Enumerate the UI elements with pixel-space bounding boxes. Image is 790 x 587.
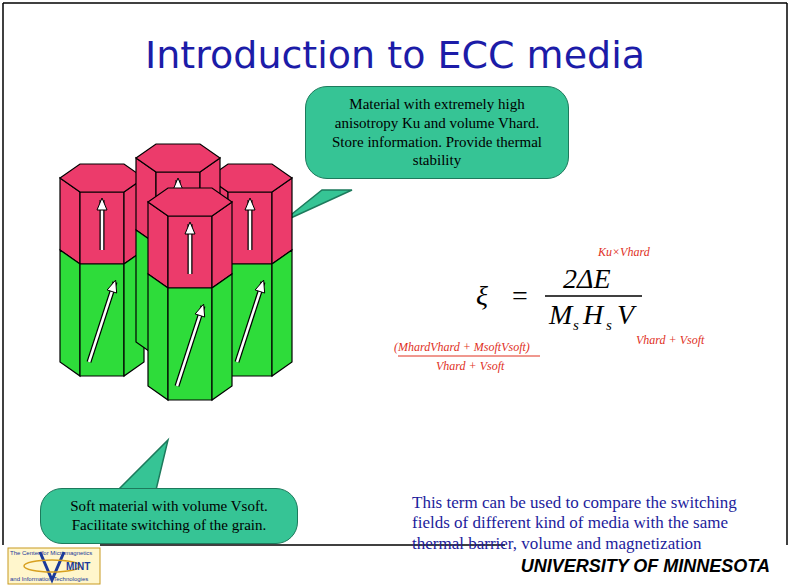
grain-face — [228, 264, 272, 376]
grain-face — [212, 202, 232, 288]
equation-subscript: s — [573, 318, 579, 333]
grain-top — [60, 164, 144, 192]
moment-arrow — [89, 282, 115, 362]
grain-face — [148, 274, 168, 400]
moment-arrow — [237, 282, 263, 362]
grain-top — [136, 144, 220, 172]
equation-term: 2ΔE — [563, 265, 611, 293]
callout-bubble: Material with extremely high anisotropy … — [305, 86, 569, 179]
moment-arrow — [89, 282, 115, 362]
grain-face — [60, 178, 80, 264]
grain-top — [148, 188, 232, 216]
equation-symbol: = — [512, 282, 528, 310]
mint-logo — [8, 548, 100, 584]
callout-text: Material with extremely high anisotropy … — [318, 95, 556, 170]
moment-arrow — [237, 282, 263, 362]
moment-arrowhead — [185, 222, 195, 234]
grain-face — [228, 192, 272, 264]
explanation-note: This term can be used to compare the swi… — [412, 493, 742, 554]
equation-term: V — [617, 301, 634, 329]
moment-arrowhead — [97, 198, 107, 210]
logo-text: and Information Technologies — [10, 576, 88, 582]
magnetization-annotation: Vhard + Vsoft — [436, 360, 504, 372]
grain-face — [80, 264, 124, 376]
logo-text: The Center for Micromagnetics — [10, 550, 92, 556]
moment-arrowhead — [255, 280, 265, 293]
magnetization-annotation: (MhardVhard + MsoftVsoft) — [394, 341, 530, 353]
grain-face — [80, 192, 124, 264]
grain-illustration — [60, 144, 292, 400]
grain-face — [60, 250, 80, 376]
volume-annotation: Vhard + Vsoft — [636, 334, 704, 346]
logo-mark: MINT — [66, 562, 90, 572]
grain-face — [212, 274, 232, 400]
moment-arrowhead — [195, 304, 205, 317]
university-name: UNIVERSITY OF MINNESOTA — [500, 557, 770, 575]
grain-face — [272, 178, 292, 264]
equation-term: H — [583, 301, 603, 329]
callout-tail — [118, 440, 168, 490]
grain-face — [148, 202, 168, 288]
moment-arrowhead — [245, 198, 255, 210]
moment-arrow — [177, 306, 203, 386]
grain-face — [168, 216, 212, 288]
equation-term: M — [549, 301, 572, 329]
equation-symbol: ξ — [476, 282, 488, 310]
moment-arrowhead — [107, 280, 117, 293]
grain-face — [168, 288, 212, 400]
callout-text: Soft material with volume Vsoft. Facilit… — [53, 497, 285, 535]
callout-bubble: Soft material with volume Vsoft. Facilit… — [40, 488, 298, 544]
slide-title: Introduction to ECC media — [0, 36, 790, 74]
equation-subscript: s — [606, 318, 612, 333]
grain-face — [272, 250, 292, 376]
slide-frame — [3, 3, 787, 545]
moment-arrow — [177, 306, 203, 386]
energy-annotation: Ku×Vhard — [598, 246, 650, 258]
